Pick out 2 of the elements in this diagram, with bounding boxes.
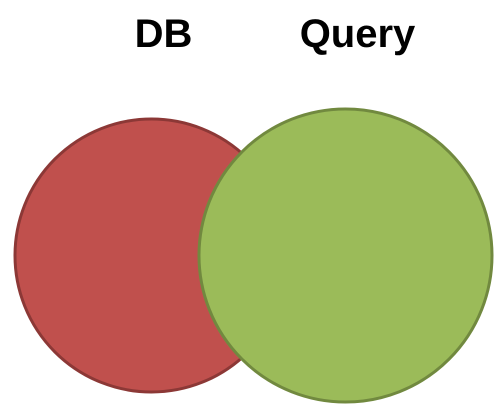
circle-heading: DB: [134, 14, 192, 58]
circle-heading: Query: [300, 14, 416, 58]
